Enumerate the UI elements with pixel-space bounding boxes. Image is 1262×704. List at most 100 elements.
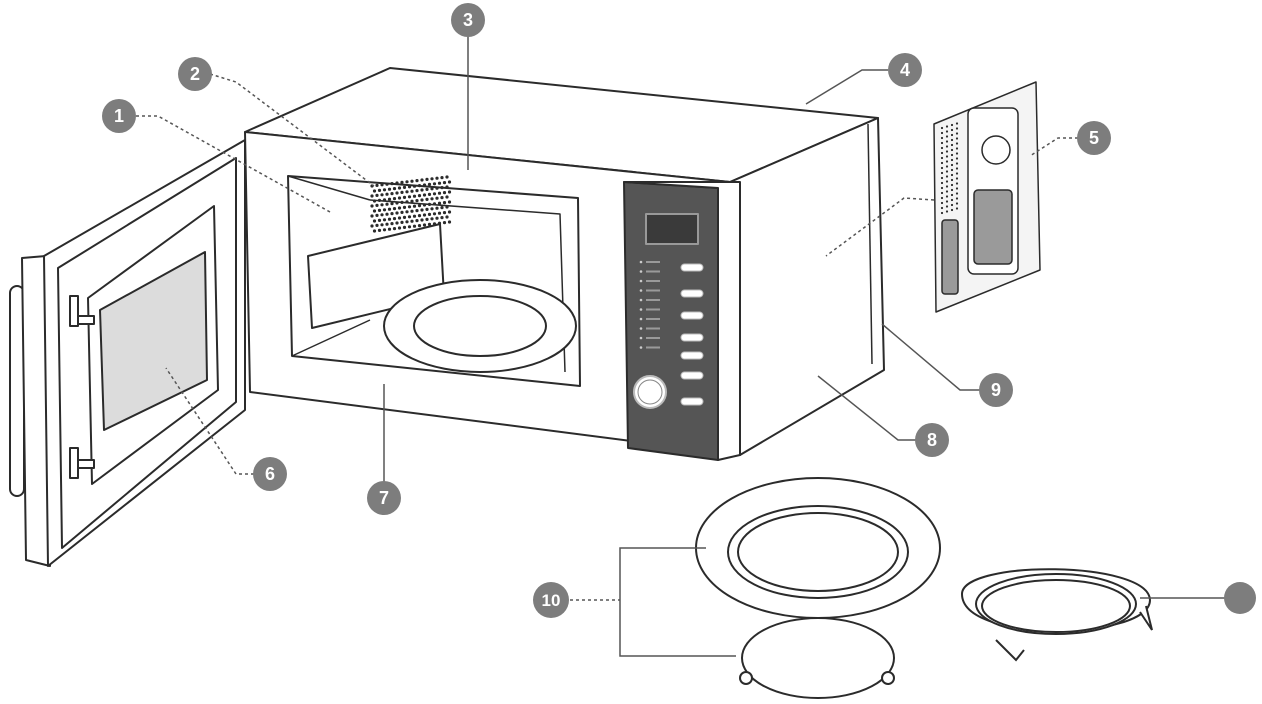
panel-button (680, 263, 704, 272)
vent-hole (372, 229, 377, 233)
vent-hole (425, 217, 429, 221)
rear-vent-hole (940, 191, 944, 195)
vent-hole (387, 197, 392, 201)
rear-vent-hole (955, 142, 959, 145)
vent-hole (397, 216, 402, 220)
rear-vent-hole (955, 162, 959, 165)
vent-hole (440, 196, 444, 200)
rear-vent-hole (940, 126, 944, 130)
panel-indicator-text (646, 280, 660, 282)
vent-hole (387, 217, 392, 221)
vent-hole (382, 228, 387, 232)
vent-hole (400, 210, 404, 214)
callout-10: 10 (533, 582, 569, 618)
panel-indicator-text (646, 346, 660, 349)
panel-button (680, 397, 704, 406)
rear-vent-hole (955, 207, 959, 210)
vent-hole (377, 228, 382, 232)
vent-hole (417, 214, 422, 218)
callout-9: 9 (979, 373, 1013, 407)
vent-hole (377, 188, 382, 192)
rear-vent-hole (945, 195, 949, 198)
rear-vent-hole (940, 201, 944, 205)
vent-hole (380, 183, 384, 187)
vent-hole (372, 219, 377, 223)
rear-vent-hole (940, 156, 944, 160)
vent-hole (430, 187, 434, 191)
callout-7: 7 (367, 481, 401, 515)
rear-vent-hole (955, 137, 959, 140)
roller-wheel-right (881, 671, 895, 685)
vent-hole (392, 207, 397, 211)
rear-vent-hole (950, 203, 954, 207)
leader-lines (136, 34, 1226, 657)
callout-2: 2 (178, 57, 212, 91)
rear-vent-hole (950, 173, 954, 177)
vent-hole (435, 176, 439, 180)
callout-6-marker (253, 457, 287, 491)
vent-hole (382, 208, 387, 212)
rear-vent-hole (950, 198, 954, 202)
vent-hole (415, 199, 419, 203)
door-window (99, 251, 208, 431)
vent-hole (375, 213, 379, 217)
vent-hole (380, 193, 384, 197)
rear-rating-label (973, 189, 1013, 265)
rear-vent-hole (955, 182, 959, 185)
vent-hole (405, 190, 409, 194)
vent-hole (422, 193, 427, 197)
rear-vent-hole (945, 170, 949, 173)
callout-4: 4 (888, 53, 922, 87)
vent-hole (417, 204, 422, 208)
vent-hole (410, 219, 414, 223)
vent-hole (425, 187, 429, 191)
vent-hole (370, 224, 374, 228)
rear-vent-hole (950, 143, 954, 147)
panel-button (680, 351, 704, 360)
callout-1-marker (102, 99, 136, 133)
vent-hole (392, 217, 397, 221)
callout-5: 5 (1077, 121, 1111, 155)
rear-vent-hole (955, 147, 959, 150)
vent-hole (432, 202, 437, 206)
door-edge (21, 255, 51, 567)
vent-hole (372, 199, 377, 203)
rear-vent-hole (955, 132, 959, 135)
vent-hole (387, 187, 392, 191)
rear-vent-hole (950, 138, 954, 142)
panel-indicator (639, 270, 643, 273)
panel-indicator (639, 260, 643, 264)
rear-vent-hole (945, 180, 949, 183)
callout-2-label: 2 (190, 64, 200, 84)
roller-ring (739, 617, 895, 699)
vent-hole (440, 216, 444, 220)
rear-vent-hole (955, 122, 959, 125)
vent-hole (392, 227, 397, 231)
vent-hole (445, 195, 449, 199)
vent-hole (410, 209, 414, 213)
vent-hole (407, 195, 412, 199)
rear-vent-hole (940, 151, 944, 155)
vent-hole (380, 223, 384, 227)
vent-hole (437, 181, 442, 185)
vent-hole (382, 188, 387, 192)
callout-10-marker (533, 582, 569, 618)
vent-hole (442, 181, 447, 185)
vent-hole (370, 194, 374, 198)
rear-vent-hole (945, 165, 949, 168)
rear-vent-hole (945, 125, 949, 128)
rear-vent-hole (940, 166, 944, 170)
vent-hole (390, 212, 394, 216)
panel-indicator (639, 336, 643, 340)
callout-3: 3 (451, 3, 485, 37)
panel-indicator-text (646, 261, 660, 263)
vent-hole (410, 189, 414, 193)
glass-tray-inner (737, 512, 899, 592)
vent-hole (437, 211, 442, 215)
callout-8-label: 8 (927, 430, 937, 450)
vent-hole (417, 194, 422, 198)
vent-hole (370, 214, 374, 218)
panel-indicator (639, 308, 643, 311)
rear-vent-hole (950, 123, 954, 127)
